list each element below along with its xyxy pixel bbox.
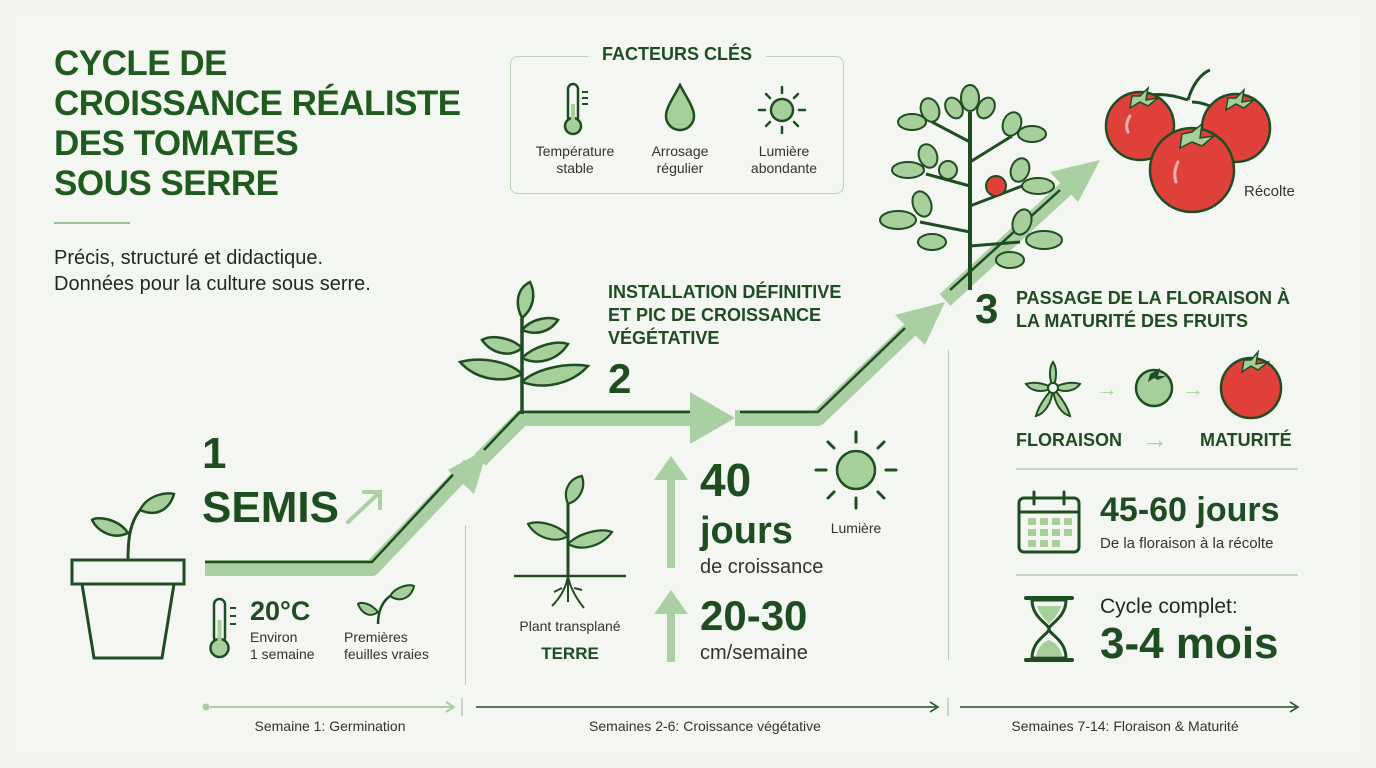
timeline-label-2: Semaines 2-6: Croissance végétative bbox=[589, 718, 821, 734]
transplanted-plant-icon bbox=[514, 474, 626, 609]
true-leaves-icon bbox=[356, 584, 416, 625]
harvest-tomatoes-icon bbox=[1104, 68, 1272, 214]
stage1-number: 1 bbox=[202, 429, 227, 478]
water-drop-icon bbox=[664, 82, 696, 132]
stage3-days: 45-60 jours bbox=[1100, 491, 1280, 529]
ripe-tomato-icon bbox=[1219, 349, 1283, 420]
stage2-days: 40 bbox=[700, 454, 752, 506]
stage3-heading: PASSAGE DE LA FLORAISON À LA MATURITÉ DE… bbox=[1016, 288, 1291, 331]
page-subtitle: Précis, structuré et didactique. Données… bbox=[54, 247, 371, 295]
mature-tomato-plant-icon bbox=[879, 84, 1063, 290]
growth-up-arrow-2 bbox=[654, 590, 688, 662]
sun-icon bbox=[757, 85, 807, 135]
factor-watering-label: Arrosage régulier bbox=[651, 143, 709, 176]
flower-to-green-arrow-icon: → bbox=[1096, 376, 1118, 401]
factor-temperature-label: Température stable bbox=[535, 143, 615, 176]
seedling-pot-icon bbox=[70, 492, 186, 660]
young-plant-icon bbox=[457, 280, 591, 414]
stage3-cycle-caption: Cycle complet: bbox=[1100, 595, 1238, 618]
timeline-label-1: Semaine 1: Germination bbox=[254, 718, 406, 734]
stage2-light-label: Lumière bbox=[830, 520, 882, 536]
flowering-to-maturity-arrow-icon: → bbox=[1142, 424, 1168, 454]
factor-light-label: Lumière abondante bbox=[750, 143, 818, 176]
stage2-soil-label: TERRE bbox=[541, 644, 599, 663]
thermometer-icon bbox=[563, 82, 588, 136]
page-title: CYCLE DE CROISSANCE RÉALISTE DES TOMATES… bbox=[54, 44, 461, 203]
key-factors-title: FACTEURS CLÉS bbox=[510, 44, 844, 65]
stage3-divider-2 bbox=[1016, 574, 1298, 576]
green-to-red-arrow-icon: → bbox=[1182, 376, 1204, 401]
flower-icon bbox=[1024, 360, 1082, 418]
stage1-temperature: 20°C bbox=[250, 596, 311, 626]
stage3-cycle: 3-4 mois bbox=[1100, 619, 1279, 668]
stage3-number: 3 bbox=[975, 285, 999, 332]
stage2-growth: 20-30 bbox=[700, 592, 808, 639]
stage3-days-caption: De la floraison à la récolte bbox=[1100, 535, 1274, 552]
stage2-days-unit: jours bbox=[700, 510, 793, 552]
stage-divider-1 bbox=[465, 525, 466, 685]
stage3-maturity-label: MATURITÉ bbox=[1200, 430, 1292, 450]
stage2-growth-unit: cm/semaine bbox=[700, 642, 808, 664]
stage-divider-2 bbox=[948, 350, 949, 660]
stage3-flowering-label: FLORAISON bbox=[1016, 430, 1122, 450]
hourglass-icon bbox=[1024, 596, 1074, 662]
stage1-leaves: Premières feuilles vraies bbox=[344, 629, 429, 662]
stage1-thermometer-icon bbox=[209, 597, 236, 659]
timeline-label-3: Semaines 7-14: Floraison & Maturité bbox=[1011, 718, 1239, 734]
growth-up-arrow-1 bbox=[654, 456, 688, 568]
stage1-duration: Environ 1 semaine bbox=[250, 629, 315, 662]
stage3-divider-1 bbox=[1016, 468, 1298, 470]
stage2-transplant-label: Plant transplané bbox=[519, 618, 621, 634]
stage2-sun-icon bbox=[814, 430, 898, 510]
harvest-label: Récolte bbox=[1244, 183, 1295, 200]
stage2-days-caption: de croissance bbox=[700, 556, 824, 578]
green-tomato-icon bbox=[1134, 368, 1174, 408]
title-divider bbox=[54, 222, 130, 224]
stage2-heading: INSTALLATION DÉFINITIVE ET PIC DE CROISS… bbox=[608, 282, 842, 348]
stage2-number: 2 bbox=[608, 355, 632, 402]
stage1-name: SEMIS bbox=[202, 483, 339, 532]
calendar-icon bbox=[1017, 490, 1081, 554]
